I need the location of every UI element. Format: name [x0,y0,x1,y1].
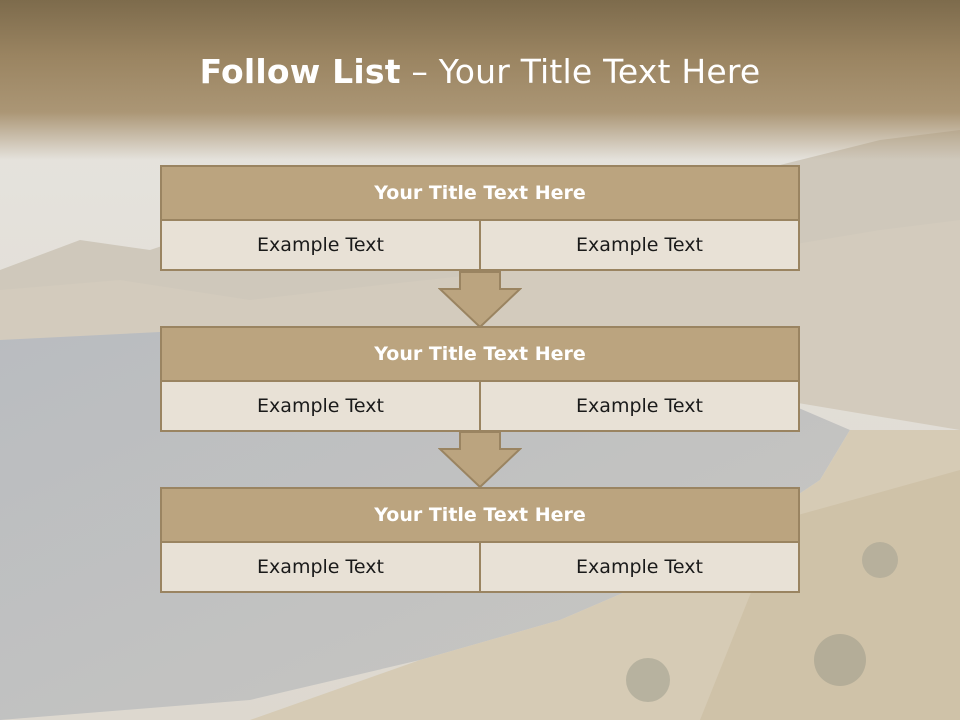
step-title-2: Your Title Text Here [160,326,800,382]
step-3-left-text: Example Text [257,556,384,578]
step-1-left-text: Example Text [257,234,384,256]
step-title-3: Your Title Text Here [160,487,800,543]
step-row-2: Example Text Example Text [160,382,800,432]
down-arrow-icon [438,271,522,329]
slide-title: Follow List – Your Title Text Here [0,52,960,91]
down-arrow-icon [438,431,522,489]
step-1-right-text: Example Text [479,221,798,269]
step-2-left-text: Example Text [257,395,384,417]
step-block-3: Your Title Text Here Example Text Exampl… [160,487,800,593]
step-block-1: Your Title Text Here Example Text Exampl… [160,165,800,271]
step-title-1: Your Title Text Here [160,165,800,221]
slide-title-bold: Follow List [199,52,401,91]
slide-title-rest: – Your Title Text Here [400,52,761,91]
step-row-3: Example Text Example Text [160,543,800,593]
step-3-right-text: Example Text [479,543,798,591]
step-block-2: Your Title Text Here Example Text Exampl… [160,326,800,432]
step-row-1: Example Text Example Text [160,221,800,271]
step-2-right-text: Example Text [479,382,798,430]
title-band [0,0,960,160]
